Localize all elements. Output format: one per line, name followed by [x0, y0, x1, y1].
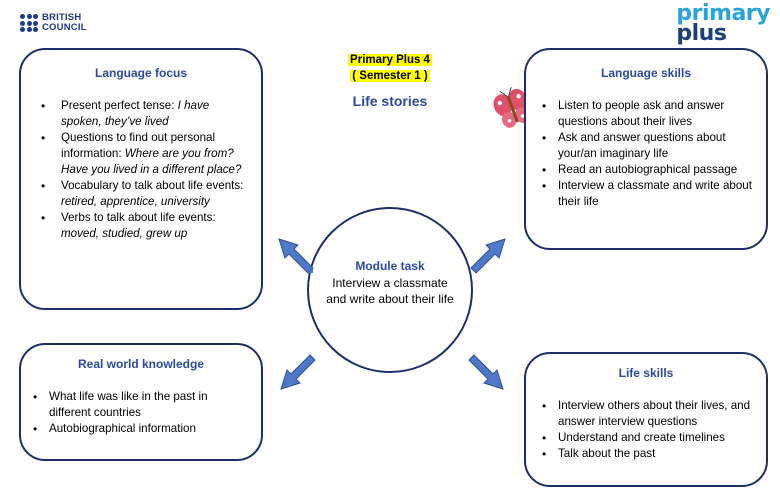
list-item: Understand and create timelines: [540, 430, 758, 446]
language-skills-list: Listen to people ask and answer question…: [540, 98, 756, 210]
semester-text: ( Semester 1 ): [350, 70, 430, 82]
list-item: Interview a classmate and write about th…: [540, 178, 756, 210]
language-focus-box: Language focus Present perfect tense: I …: [19, 48, 263, 310]
list-item: Ask and answer questions about your/an i…: [540, 130, 756, 162]
arrow-down-left-icon: [470, 238, 506, 274]
arrow-up-left-icon: [468, 354, 504, 390]
life-skills-box: Life skills Interview others about their…: [524, 352, 768, 487]
british-council-logo: BRITISH COUNCIL: [20, 13, 87, 33]
module-task-text: Interview a classmate and write about th…: [326, 276, 454, 306]
course-title: Primary Plus 4: [300, 50, 480, 68]
list-item: Interview others about their lives, and …: [540, 398, 758, 430]
list-item: Questions to find out personal informati…: [39, 130, 251, 178]
module-task-circle: Module task Interview a classmate and wr…: [307, 207, 473, 373]
list-item: Listen to people ask and answer question…: [540, 98, 756, 130]
british-council-wordmark: BRITISH COUNCIL: [42, 12, 87, 33]
primary-plus-logo: primary plus: [676, 1, 770, 46]
life-skills-heading: Life skills: [618, 366, 674, 380]
list-item: Autobiographical information: [31, 421, 251, 437]
list-item: Present perfect tense: I have spoken, th…: [39, 98, 251, 130]
arrow-up-right-icon: [280, 354, 316, 390]
module-title: Life stories: [352, 93, 428, 109]
list-item: What life was like in the past in differ…: [31, 389, 251, 421]
real-world-knowledge-list: What life was like in the past in differ…: [31, 389, 251, 437]
language-skills-box: Language skills Listen to people ask and…: [524, 48, 768, 250]
list-item: Verbs to talk about life events: moved, …: [39, 210, 251, 242]
language-focus-list: Present perfect tense: I have spoken, th…: [39, 98, 251, 242]
language-skills-heading: Language skills: [600, 66, 692, 80]
list-item: Vocabulary to talk about life events: re…: [39, 178, 251, 210]
real-world-knowledge-box: Real world knowledge What life was like …: [19, 343, 263, 461]
list-item: Talk about the past: [540, 446, 758, 462]
arrow-down-right-icon: [278, 238, 314, 274]
british-council-dots-icon: [20, 14, 38, 32]
course-name: Primary Plus 4: [348, 54, 432, 66]
language-focus-heading: Language focus: [94, 66, 187, 80]
life-skills-list: Interview others about their lives, and …: [540, 398, 758, 462]
module-task-heading: Module task: [355, 259, 425, 273]
list-item: Read an autobiographical passage: [540, 162, 756, 178]
semester-label: ( Semester 1 ): [300, 66, 480, 84]
real-world-knowledge-heading: Real world knowledge: [77, 357, 205, 371]
